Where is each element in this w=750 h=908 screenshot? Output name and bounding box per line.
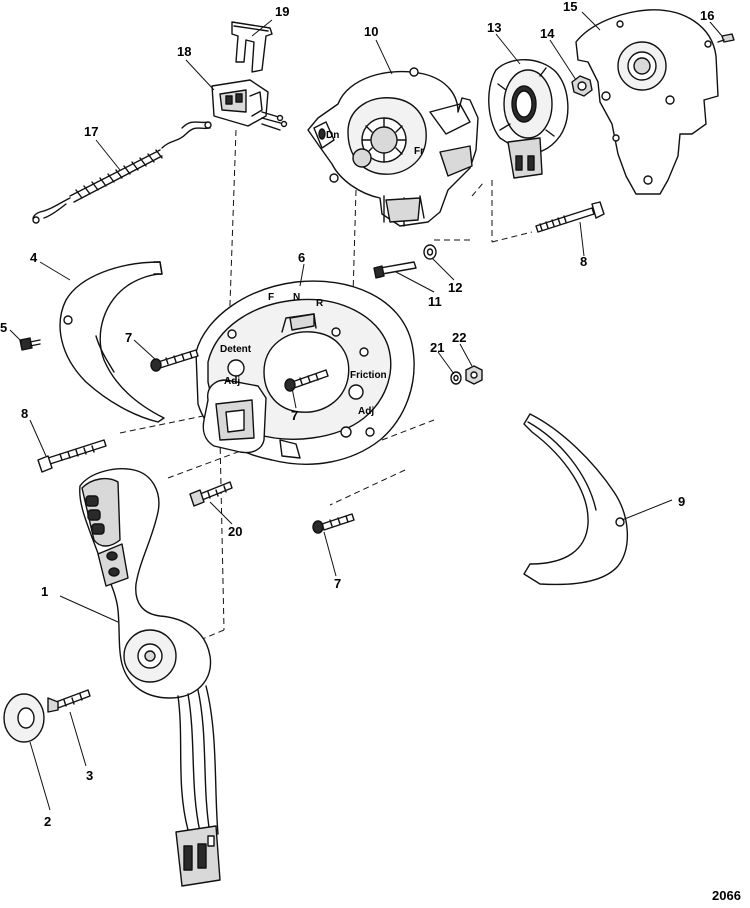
leader-lines — [9, 11, 723, 811]
part-cover-right — [523, 413, 628, 586]
part-nut-22 — [465, 365, 483, 385]
part-connector-block — [211, 79, 288, 131]
callout-10: 10 — [364, 24, 378, 39]
part-washer-2 — [3, 693, 45, 743]
figure-number: 2066 — [712, 888, 741, 903]
part-mounting-plate — [575, 9, 719, 195]
marking-fr: Fr — [414, 146, 424, 157]
marking-neutral: N — [293, 292, 300, 303]
callout-14: 14 — [540, 26, 555, 41]
part-screw-5 — [19, 337, 41, 351]
callouts: 1 2 3 4 5 6 7 7 7 8 8 9 10 11 12 13 14 1… — [0, 0, 714, 829]
callout-2: 2 — [44, 814, 51, 829]
part-control-handle — [79, 468, 212, 699]
callout-11: 11 — [428, 294, 442, 309]
callout-12: 12 — [448, 280, 462, 295]
part-handle-harness — [175, 685, 221, 887]
part-main-housing: F N R Detent Adj Friction Adj — [195, 280, 415, 465]
part-screw-3 — [47, 689, 91, 713]
callout-7-lower: 7 — [334, 576, 341, 591]
callout-7-upper: 7 — [125, 330, 132, 345]
callout-18: 18 — [177, 44, 191, 59]
part-bolt-8-lower — [37, 439, 107, 473]
part-coil-harness — [32, 121, 212, 224]
marking-adj-right: Adj — [358, 406, 374, 417]
callout-20: 20 — [228, 524, 242, 539]
callout-15: 15 — [563, 0, 577, 14]
part-bolt-20 — [189, 481, 233, 507]
part-bolt-8-upper — [535, 201, 605, 233]
callout-13: 13 — [487, 20, 501, 35]
callout-8-lower: 8 — [21, 406, 28, 421]
part-screw-16 — [717, 33, 735, 43]
callout-9: 9 — [678, 494, 685, 509]
callout-3: 3 — [86, 768, 93, 783]
callout-7-middle: 7 — [291, 408, 298, 423]
callout-4: 4 — [30, 250, 38, 265]
part-screw-7-lower — [312, 513, 355, 534]
part-washer-21 — [450, 371, 462, 385]
marking-detent: Detent — [220, 344, 252, 355]
callout-6: 6 — [298, 250, 305, 265]
part-cover-left — [59, 261, 165, 423]
marking-rev: R — [316, 298, 324, 309]
part-sensor-ring — [488, 59, 569, 179]
callout-8-upper: 8 — [580, 254, 587, 269]
coil-spring — [69, 149, 163, 203]
callout-22: 22 — [452, 330, 466, 345]
part-washer-12 — [423, 244, 437, 260]
callout-5: 5 — [0, 320, 7, 335]
part-nut-14 — [571, 75, 593, 97]
part-screw-7-upper — [150, 349, 199, 372]
callout-17: 17 — [84, 124, 98, 139]
marking-dn: Dn — [326, 130, 339, 141]
part-clip — [231, 21, 273, 73]
callout-19: 19 — [275, 4, 289, 19]
callout-16: 16 — [700, 8, 714, 23]
part-screw-11 — [373, 261, 417, 279]
callout-1: 1 — [41, 584, 48, 599]
marking-adj-left: Adj — [224, 376, 240, 387]
marking-friction: Friction — [350, 370, 387, 381]
callout-21: 21 — [430, 340, 444, 355]
part-housing: Dn Fr — [307, 67, 479, 227]
marking-fwd: F — [268, 292, 274, 303]
